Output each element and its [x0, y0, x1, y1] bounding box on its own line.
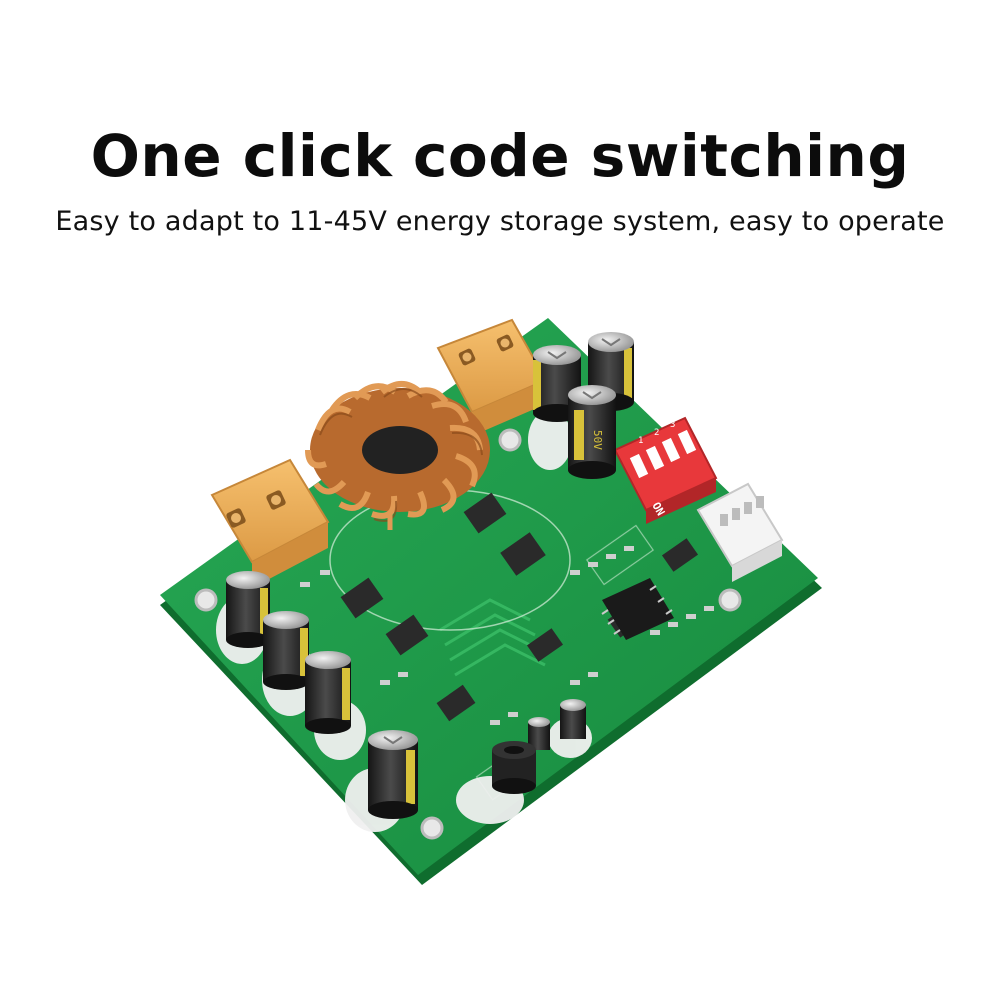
mounting-holes [194, 428, 742, 840]
capacitor-left-3 [305, 651, 351, 734]
small-inductor [492, 741, 536, 794]
toroidal-inductor [305, 381, 490, 530]
dip-number-1: 1 [638, 436, 643, 446]
capacitor-voltage-label: 50V [591, 430, 604, 450]
capacitor-small-1 [560, 699, 586, 739]
subheadline: Easy to adapt to 11-45V energy storage s… [55, 206, 945, 237]
dip-on-label: ON [649, 500, 667, 518]
dip-toggle-3[interactable] [661, 437, 681, 463]
capacitor-left-2 [263, 611, 309, 690]
dip-switch[interactable]: ON 1 2 3 4 [613, 412, 718, 524]
capacitor-left-1 [226, 571, 270, 648]
dip-toggle-1[interactable] [629, 453, 649, 479]
pcb-product-photo: ON 1 2 3 4 [150, 300, 850, 900]
dip-number-3: 3 [670, 420, 675, 430]
xt60-connector-left [210, 458, 330, 588]
pcb-board-illustration: ON 1 2 3 4 [160, 318, 822, 885]
headline: One click code switching [90, 122, 910, 190]
dip-toggle-2[interactable] [645, 445, 665, 471]
ic-chip [601, 578, 674, 640]
capacitor-small-2 [528, 717, 550, 750]
dip-number-4: 4 [686, 412, 691, 422]
capacitor-top-3: 50V [568, 385, 616, 479]
xt60-connector-top [436, 318, 548, 436]
dip-toggle-4[interactable] [677, 429, 697, 455]
dip-number-2: 2 [654, 428, 659, 438]
capacitor-bottom-1 [368, 730, 418, 819]
white-header-connector [696, 482, 784, 582]
